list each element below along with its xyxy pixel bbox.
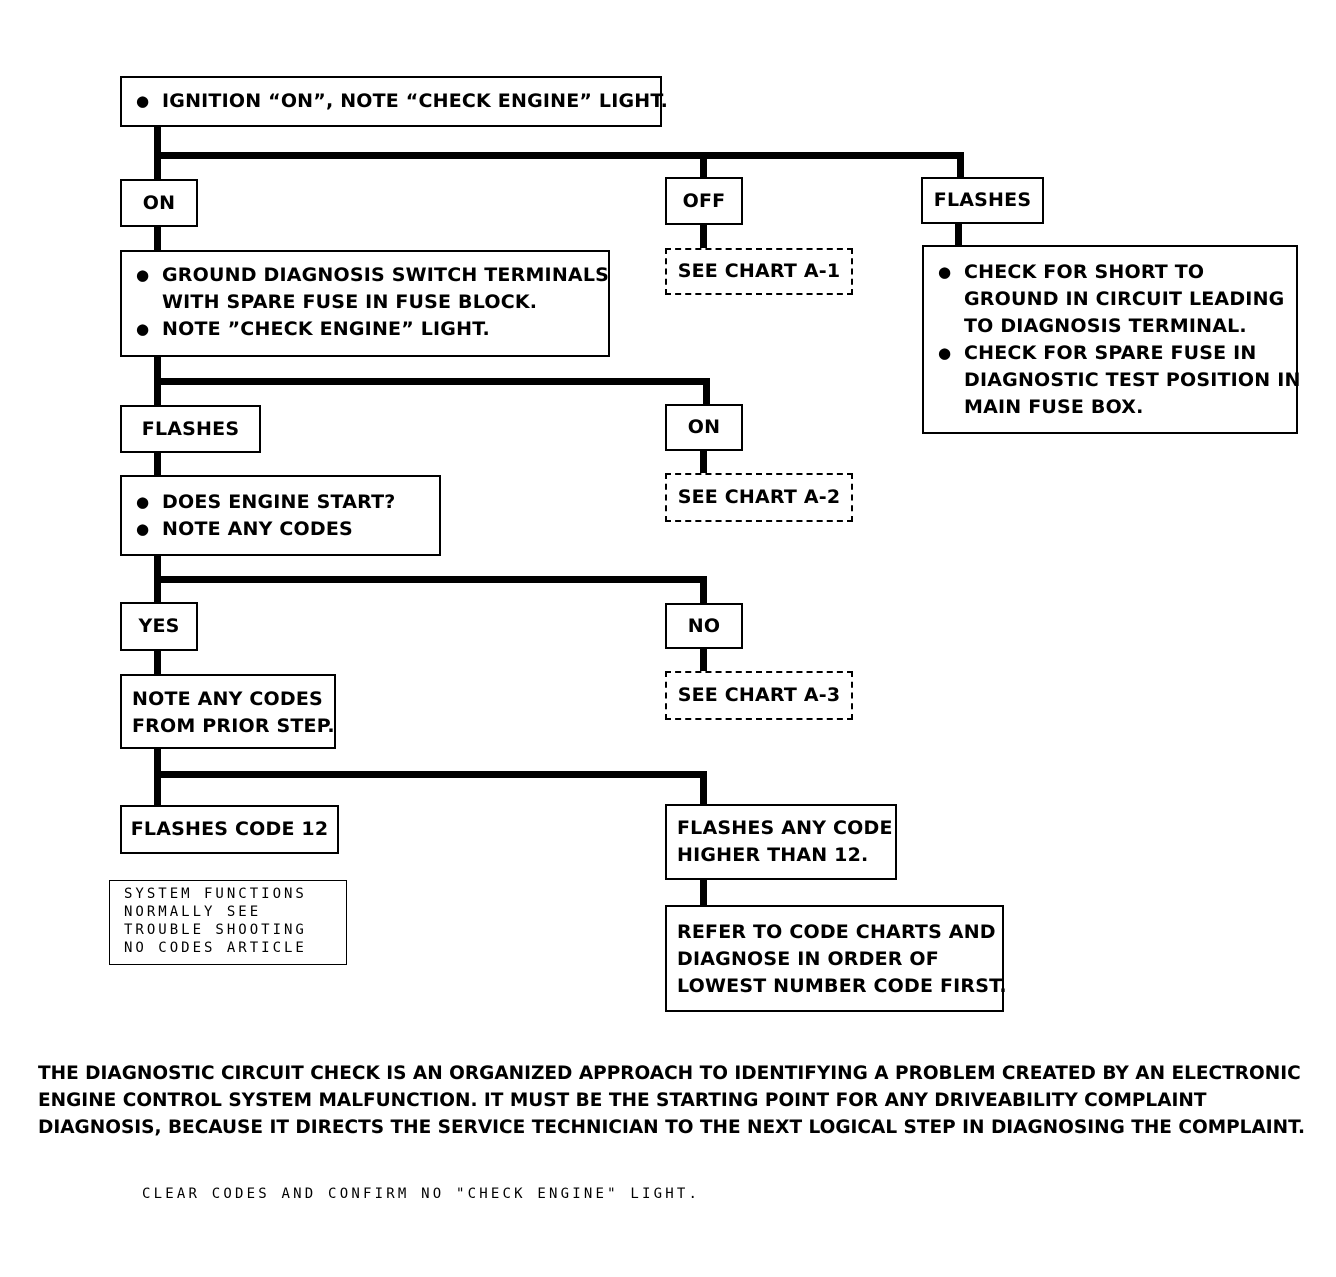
note-light-item: NOTE ”CHECK ENGINE” LIGHT. xyxy=(132,316,598,343)
flashes-branch-label: FLASHES xyxy=(921,177,1044,224)
connector-line xyxy=(154,378,710,385)
connector-line xyxy=(700,224,707,249)
spare-fuse-check-item: CHECK FOR SPARE FUSE IN DIAGNOSTIC TEST … xyxy=(934,340,1300,421)
connector-line xyxy=(700,878,707,906)
description-paragraph: THE DIAGNOSTIC CIRCUIT CHECK IS AN ORGAN… xyxy=(38,1063,1305,1138)
connector-line xyxy=(154,452,161,476)
connector-line xyxy=(703,378,710,405)
ground-terminals-item: GROUND DIAGNOSIS SWITCH TERMINALS WITH S… xyxy=(132,262,609,316)
start-step-box: IGNITION “ON”, NOTE “CHECK ENGINE” LIGHT… xyxy=(120,76,668,127)
ground-terminals-box: GROUND DIAGNOSIS SWITCH TERMINALS WITH S… xyxy=(120,250,610,357)
connector-line xyxy=(700,152,707,178)
note-prior-codes-box: NOTE ANY CODES FROM PRIOR STEP. xyxy=(120,674,336,749)
note-codes-item: NOTE ANY CODES xyxy=(132,516,429,543)
flashes-result-label: FLASHES xyxy=(120,405,261,453)
see-chart-a2-box: SEE CHART A-2 xyxy=(665,473,853,522)
start-instruction: IGNITION “ON”, NOTE “CHECK ENGINE” LIGHT… xyxy=(132,88,668,115)
yes-branch-label: YES xyxy=(120,602,198,651)
engine-start-question: DOES ENGINE START? xyxy=(132,489,429,516)
system-ok-box: SYSTEM FUNCTIONS NORMALLY SEE TROUBLE SH… xyxy=(109,880,347,965)
higher-code-label: FLASHES ANY CODE HIGHER THAN 12. xyxy=(665,804,897,880)
on-result-label: ON xyxy=(665,404,743,451)
short-check-box: CHECK FOR SHORT TO GROUND IN CIRCUIT LEA… xyxy=(922,245,1300,434)
connector-line xyxy=(955,222,962,246)
code-12-label: FLASHES CODE 12 xyxy=(120,805,339,854)
connector-line xyxy=(700,576,707,604)
connector-line xyxy=(154,226,161,251)
engine-start-box: DOES ENGINE START? NOTE ANY CODES xyxy=(120,475,441,556)
see-chart-a3-box: SEE CHART A-3 xyxy=(665,671,853,720)
on-branch-label: ON xyxy=(120,179,198,227)
no-branch-label: NO xyxy=(665,603,743,649)
connector-line xyxy=(957,152,964,178)
connector-line xyxy=(700,771,707,805)
connector-line xyxy=(700,648,707,672)
refer-code-charts-box: REFER TO CODE CHARTS AND DIAGNOSE IN ORD… xyxy=(665,905,1007,1012)
see-chart-a1-box: SEE CHART A-1 xyxy=(665,248,853,295)
connector-line xyxy=(154,152,964,159)
connector-line xyxy=(154,771,707,778)
connector-line xyxy=(154,576,707,583)
connector-line xyxy=(154,650,161,675)
off-branch-label: OFF xyxy=(665,177,743,225)
footer-instruction: CLEAR CODES AND CONFIRM NO "CHECK ENGINE… xyxy=(142,1186,701,1202)
connector-line xyxy=(700,450,707,474)
short-check-item: CHECK FOR SHORT TO GROUND IN CIRCUIT LEA… xyxy=(934,259,1286,340)
